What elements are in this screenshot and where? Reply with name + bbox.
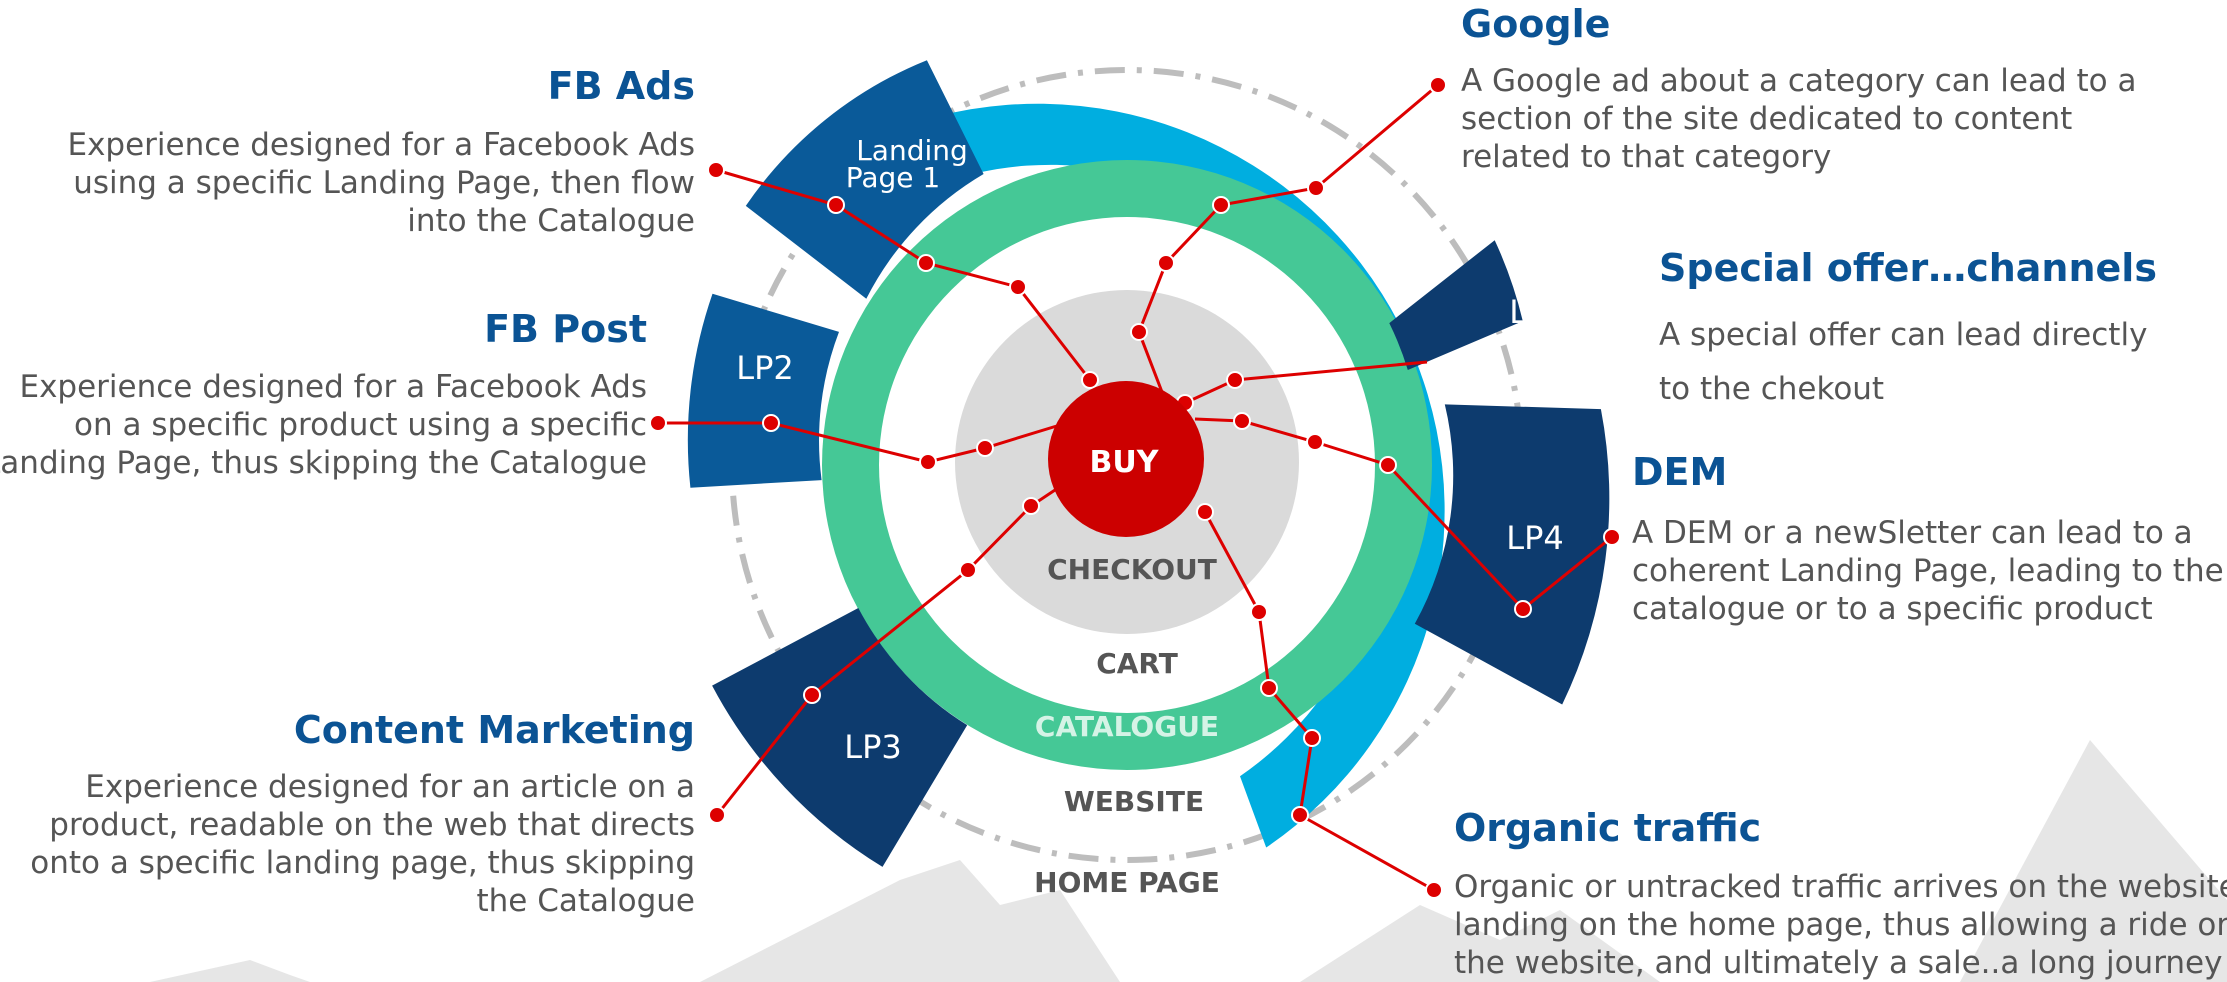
node <box>762 414 780 432</box>
dem-line-1: A DEM or a newSletter can lead to a <box>1632 515 2193 551</box>
google-line-2: section of the site dedicated to content <box>1461 101 2073 137</box>
node <box>1009 278 1027 296</box>
node <box>1226 371 1244 389</box>
organic-traffic-description: Organic or untracked traffic arrives on … <box>1454 868 2227 982</box>
fb-post-line-1: Experience designed for a Facebook Ads <box>19 369 647 405</box>
special-offer-line-1: A special offer can lead directly <box>1659 317 2148 353</box>
node <box>708 806 726 824</box>
content-marketing-line-1: Experience designed for an article on a <box>85 769 695 805</box>
lp3-label: LP3 <box>844 728 901 766</box>
node <box>803 686 821 704</box>
node <box>1022 497 1040 515</box>
node <box>1212 196 1230 214</box>
organic-line-2: landing on the home page, thus allowing … <box>1454 907 2227 943</box>
landing-page-1-label-line1: Landing <box>856 134 968 167</box>
google-path <box>1137 83 1439 393</box>
journey-nodes <box>649 76 1621 899</box>
node <box>1603 528 1621 546</box>
google-title: Google <box>1461 2 1611 46</box>
fb-ads-title: FB Ads <box>547 64 695 108</box>
home-page-label: HOME PAGE <box>1034 866 1220 899</box>
special-offer-description: A special offer can lead directly to the… <box>1659 308 2147 416</box>
website-label: WEBSITE <box>1064 785 1204 818</box>
lp4-label: LP4 <box>1506 519 1563 557</box>
fb-ads-line-1: Experience designed for a Facebook Ads <box>67 127 695 163</box>
content-marketing-line-4: the Catalogue <box>476 883 696 919</box>
node <box>1425 881 1443 899</box>
google-line-3: related to that category <box>1461 139 1832 175</box>
checkout-label: CHECKOUT <box>1047 553 1217 586</box>
google-description: A Google ad about a category can lead to… <box>1461 62 2137 176</box>
node <box>1250 603 1268 621</box>
fb-ads-line-3: into the Catalogue <box>407 203 695 239</box>
fb-post-line-3: Landing Page, thus skipping the Catalogu… <box>0 445 647 481</box>
landing-page-1-label-line2: Page 1 <box>846 161 941 194</box>
fb-post-title: FB Post <box>484 307 647 351</box>
node <box>827 196 845 214</box>
node <box>1291 806 1309 824</box>
lp2-label: LP2 <box>736 349 793 387</box>
mountain-background <box>150 740 2227 982</box>
node <box>1081 371 1099 389</box>
node <box>1233 412 1251 430</box>
node <box>707 161 725 179</box>
cart-label: CART <box>1096 647 1178 680</box>
landing-page-1-wedge <box>745 60 984 299</box>
lp5-label: LP5 <box>1509 293 1566 331</box>
node <box>1306 433 1324 451</box>
buy-label: BUY <box>1090 445 1160 480</box>
node <box>1307 179 1325 197</box>
dem-line-3: catalogue or to a specific product <box>1632 591 2153 627</box>
node <box>919 453 937 471</box>
content-marketing-title: Content Marketing <box>293 708 695 752</box>
node <box>1196 503 1214 521</box>
fb-post-line-2: on a specific product using a specific <box>74 407 647 443</box>
node <box>1514 600 1532 618</box>
fb-ads-description: Experience designed for a Facebook Ads u… <box>67 126 695 240</box>
fb-post-description: Experience designed for a Facebook Ads o… <box>0 368 647 482</box>
node <box>649 414 667 432</box>
node <box>1379 456 1397 474</box>
buy-circle <box>1048 381 1204 537</box>
node <box>1157 254 1175 272</box>
node <box>917 254 935 272</box>
content-marketing-description: Experience designed for an article on a … <box>30 768 695 920</box>
content-marketing-line-3: onto a specific landing page, thus skipp… <box>30 845 695 881</box>
lp5-wedge <box>1389 240 1523 370</box>
content-marketing-line-2: product, readable on the web that direct… <box>49 807 695 843</box>
organic-path <box>1203 511 1435 892</box>
dem-description: A DEM or a newSletter can lead to a cohe… <box>1632 514 2224 628</box>
google-line-1: A Google ad about a category can lead to… <box>1461 63 2137 99</box>
node <box>976 439 994 457</box>
catalogue-label: CATALOGUE <box>1035 710 1219 743</box>
fb-ads-line-2: using a specific Landing Page, then flow <box>73 165 695 201</box>
dem-title: DEM <box>1632 450 1728 494</box>
organic-traffic-title: Organic traffic <box>1454 806 1762 850</box>
special-offer-title: Special offer…channels <box>1659 246 2157 290</box>
node <box>959 561 977 579</box>
organic-line-1: Organic or untracked traffic arrives on … <box>1454 869 2227 905</box>
node <box>1303 729 1321 747</box>
dem-line-2: coherent Landing Page, leading to the <box>1632 553 2224 589</box>
node <box>1130 323 1148 341</box>
node <box>1429 76 1447 94</box>
lp3-wedge <box>712 608 968 867</box>
lp4-wedge <box>1414 404 1610 705</box>
organic-line-3: the website, and ultimately a sale..a lo… <box>1454 945 2227 981</box>
lp2-wedge <box>687 293 839 488</box>
node <box>1260 679 1278 697</box>
special-offer-line-2: to the chekout <box>1659 371 1885 407</box>
